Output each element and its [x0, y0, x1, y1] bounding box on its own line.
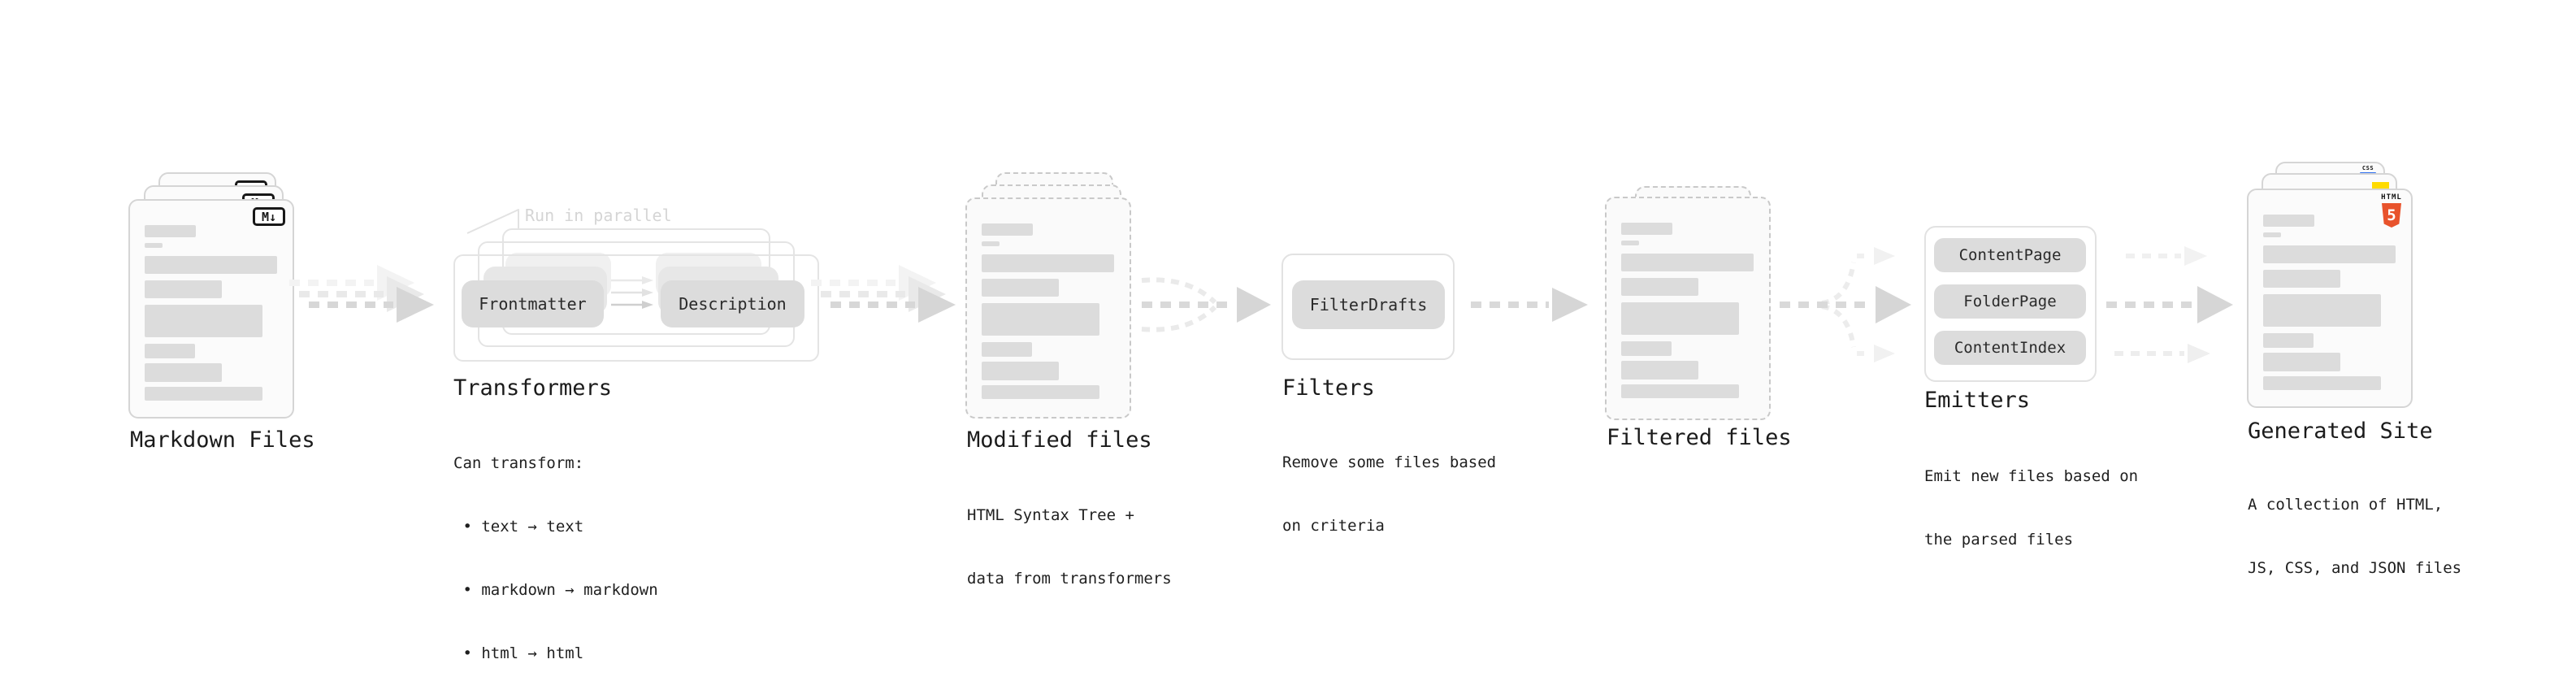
stage-transformers: Run in parallel Frontmatter Description … — [453, 203, 827, 662]
callout-line — [466, 209, 519, 234]
run-in-parallel-annotation: Run in parallel — [525, 206, 672, 225]
stage-emitters: ContentPage FolderPage ContentIndex Emit… — [1924, 226, 2138, 549]
stage-markdown-files: M↓ M↓ M↓ Markdown Files — [128, 158, 340, 484]
emitter-folderpage-pill: FolderPage — [1934, 284, 2086, 319]
modified-files-label: Modified files — [967, 427, 1152, 453]
generated-site-description: A collection of HTML, JS, CSS, and JSON … — [2248, 496, 2462, 577]
transformer-box-front — [453, 254, 819, 362]
html5-icon: HTML 5 — [2379, 194, 2404, 228]
emitter-contentindex-pill: ContentIndex — [1934, 331, 2086, 365]
transformer-description-pill: Description — [661, 280, 804, 327]
filtered-files-label: Filtered files — [1607, 425, 1792, 450]
generated-file-card-html: HTML 5 — [2247, 189, 2413, 408]
transformer-frontmatter-pill: Frontmatter — [462, 280, 604, 327]
markdown-icon: M↓ — [253, 207, 285, 226]
stage-modified-files: Modified files HTML Syntax Tree + data f… — [965, 172, 1193, 588]
emitters-label: Emitters — [1924, 388, 2031, 413]
flow-arrow-converge-icon — [1141, 277, 1271, 332]
generated-site-label: Generated Site — [2248, 419, 2433, 444]
flow-arrow-diverge-icon — [1780, 247, 1911, 362]
stage-filtered-files: Filtered files — [1605, 186, 1816, 479]
flow-arrow-icon — [1471, 288, 1588, 322]
stage-filters: FilterDrafts Filters Remove some files b… — [1281, 254, 1496, 535]
transform-step-arrows-icon — [611, 276, 653, 309]
filters-label: Filters — [1282, 375, 1375, 401]
emitter-contentpage-pill: ContentPage — [1934, 238, 2086, 272]
markdown-files-label: Markdown Files — [130, 427, 315, 453]
js-icon — [2372, 182, 2389, 191]
modified-files-description: HTML Syntax Tree + data from transformer… — [967, 506, 1172, 588]
stage-generated-site: CSS HTML 5 Generated Site A collection o… — [2247, 162, 2474, 577]
transformers-description: Can transform: • text → text • markdown … — [453, 454, 658, 662]
flow-arrow-parallel-icon — [811, 265, 956, 323]
flow-arrow-parallel-icon — [289, 265, 434, 323]
filter-drafts-pill: FilterDrafts — [1292, 280, 1445, 329]
filters-description: Remove some files based on criteria — [1282, 453, 1497, 535]
markdown-file-card-front: M↓ — [128, 199, 294, 419]
modified-file-card-front — [965, 197, 1131, 419]
emitters-description: Emit new files based on the parsed files — [1924, 467, 2139, 549]
filtered-file-card-front — [1605, 197, 1771, 420]
transformers-label: Transformers — [453, 375, 613, 401]
flow-arrows-triple-icon — [2106, 246, 2233, 363]
